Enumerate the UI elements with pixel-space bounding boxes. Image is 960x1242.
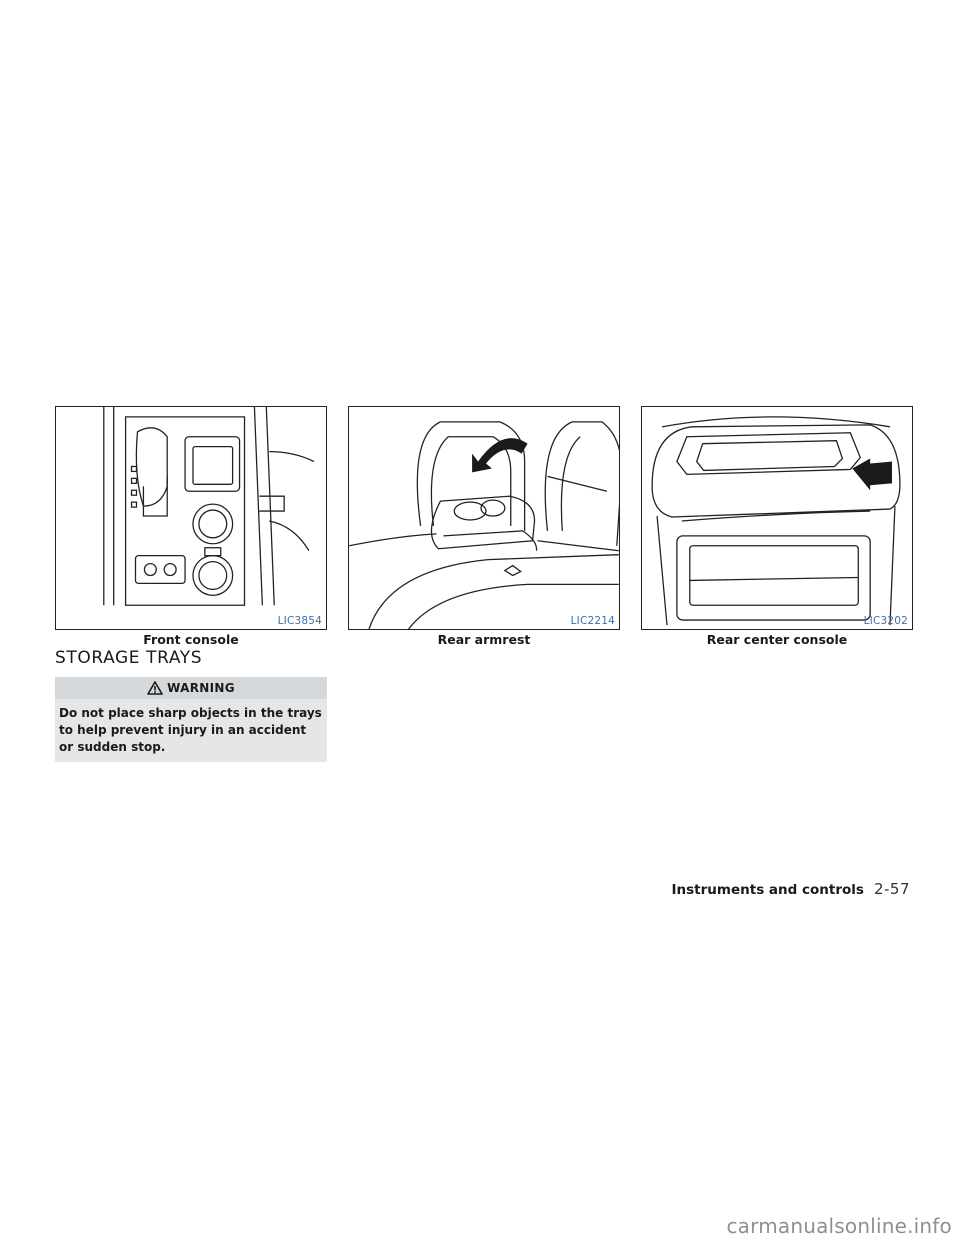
warning-header: WARNING (55, 677, 327, 699)
front-console-illustration (103, 407, 315, 606)
figure-rear-center-console: LIC3202 (641, 406, 913, 630)
figure-code: LIC3202 (863, 615, 908, 627)
page-footer: Instruments and controls 2-57 (672, 880, 910, 898)
figure-caption: Front console (143, 632, 239, 647)
arrow-icon (472, 438, 528, 473)
section-title: STORAGE TRAYS (55, 648, 203, 668)
warning-text: Do not place sharp objects in the trays … (59, 706, 322, 754)
rear-center-console-illustration (651, 416, 901, 626)
figure-rear-armrest: LIC2214 (348, 406, 620, 630)
warning-box: WARNING Do not place sharp objects in th… (55, 677, 327, 762)
arrow-icon (852, 458, 892, 491)
figure-front-console: LIC3854 (55, 406, 327, 630)
figure-caption: Rear armrest (437, 632, 531, 647)
rear-armrest-illustration (349, 421, 619, 629)
warning-triangle-icon (147, 681, 163, 695)
watermark: carmanualsonline.info (726, 1214, 952, 1238)
figure-code: LIC3854 (277, 615, 322, 627)
figure-code: LIC2214 (570, 615, 615, 627)
page-number: 2-57 (873, 880, 910, 898)
footer-section-name: Instruments and controls (671, 882, 864, 898)
warning-label: WARNING (167, 681, 235, 695)
figure-caption: Rear center console (706, 632, 848, 647)
